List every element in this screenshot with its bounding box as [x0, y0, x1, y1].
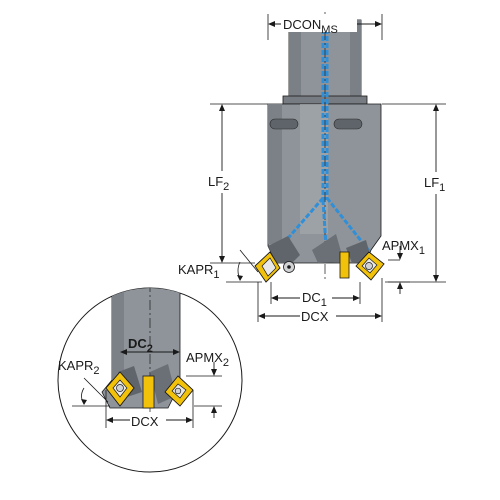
dc2-label: DC2	[128, 336, 153, 355]
lf1-dimension: LF1	[382, 103, 452, 283]
drive-slot-right	[333, 118, 363, 130]
apmx1-label: APMX1	[382, 238, 425, 257]
drive-slot-left	[269, 118, 299, 130]
detail-insert-middle	[142, 375, 155, 409]
kapr1-dimension: KAPR1	[178, 249, 262, 283]
dcon-dimension: DCONMS	[267, 14, 383, 40]
lf2-label: LF2	[208, 174, 229, 193]
dcon-label: DCONMS	[283, 17, 338, 36]
apmx1-dimension: APMX1	[382, 238, 425, 294]
detail-view: DC2 APMX2 KAPR2	[57, 287, 243, 473]
dcx-detail-dimension: DCX	[105, 390, 194, 429]
shank-shading-right	[350, 20, 361, 102]
insert-middle	[339, 251, 350, 279]
kapr1-label: KAPR1	[178, 262, 220, 281]
body-shading-left	[268, 104, 282, 244]
dcx-dimension: DCX	[257, 278, 383, 324]
lf1-label: LF1	[424, 175, 445, 194]
dc2-dimension: DC2	[120, 336, 180, 355]
insert-left-face	[261, 257, 277, 277]
apmx2-dimension: APMX2	[186, 350, 229, 418]
chip-pocket-centre	[312, 234, 344, 263]
apmx2-label: APMX2	[186, 350, 229, 369]
screw-right	[365, 262, 373, 270]
chip-pocket-left	[268, 236, 300, 263]
dc1-label: DC1	[302, 290, 327, 309]
dcx-detail-label: DCX	[131, 414, 159, 429]
shank-shading	[289, 20, 301, 102]
lf2-dimension: LF2	[207, 103, 268, 264]
kapr2-dimension: KAPR2	[58, 358, 110, 407]
kapr2-label: KAPR2	[58, 358, 100, 377]
screw-left-hole	[287, 265, 291, 269]
main-tool	[254, 12, 385, 283]
dc1-dimension: DC1	[270, 282, 361, 309]
dcx-label: DCX	[301, 309, 329, 324]
detail-screw	[116, 384, 124, 392]
